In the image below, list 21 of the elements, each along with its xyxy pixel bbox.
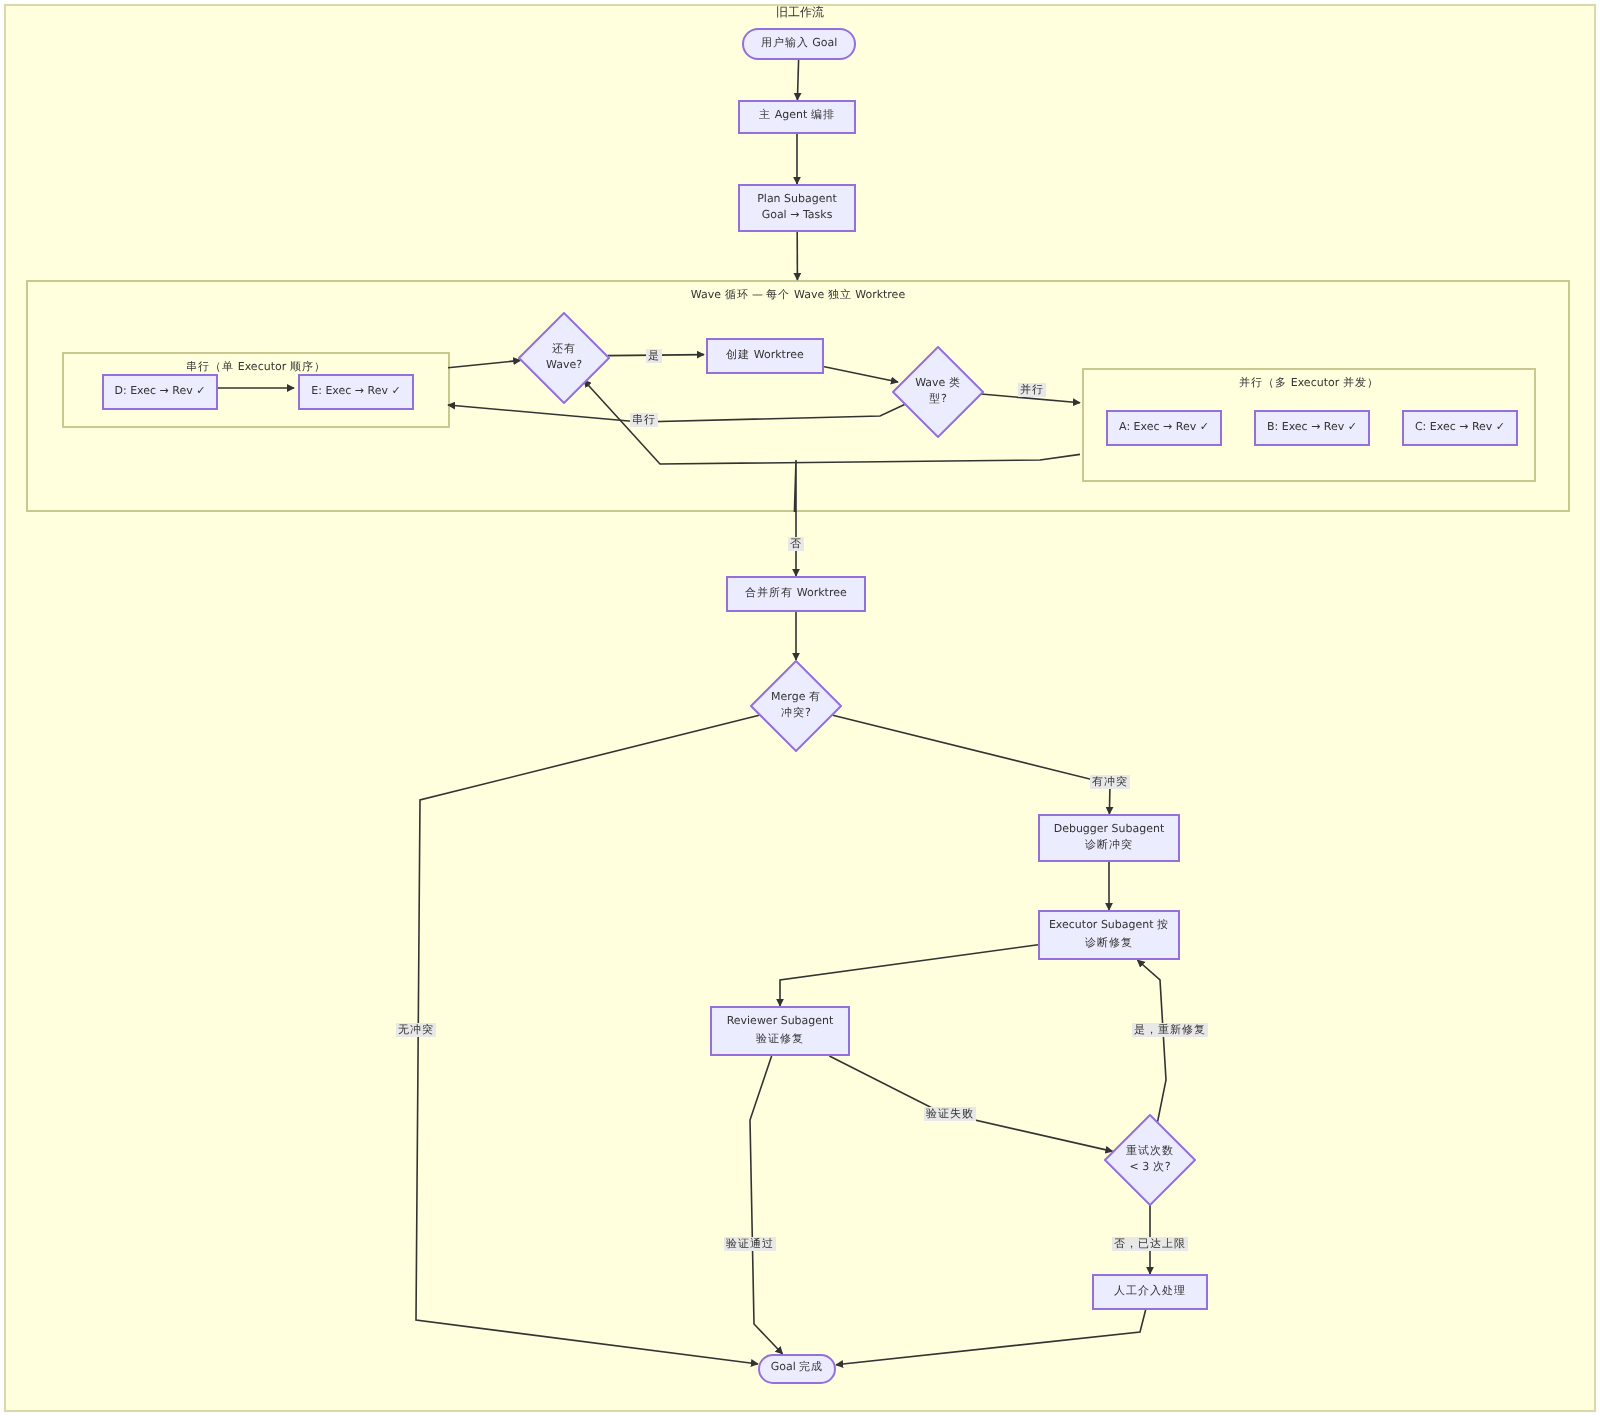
group-box — [62, 352, 450, 428]
arrow — [749, 1055, 784, 1355]
arrow — [792, 611, 800, 661]
arrow — [213, 384, 295, 392]
arrow — [793, 59, 802, 101]
arrow — [832, 714, 1114, 815]
arrow — [793, 133, 801, 185]
arrow — [776, 944, 1039, 1007]
arrow — [447, 401, 906, 423]
arrow — [793, 231, 802, 281]
arrow — [821, 365, 899, 385]
arrow — [977, 393, 1081, 407]
arrow — [415, 714, 760, 1368]
arrow — [583, 379, 1081, 465]
arrow — [1105, 861, 1113, 911]
group-box — [1082, 368, 1536, 482]
group-box — [26, 280, 1570, 512]
arrow — [835, 1309, 1147, 1368]
arrow — [1136, 959, 1167, 1123]
arrow — [447, 357, 522, 369]
arrow — [792, 459, 800, 577]
